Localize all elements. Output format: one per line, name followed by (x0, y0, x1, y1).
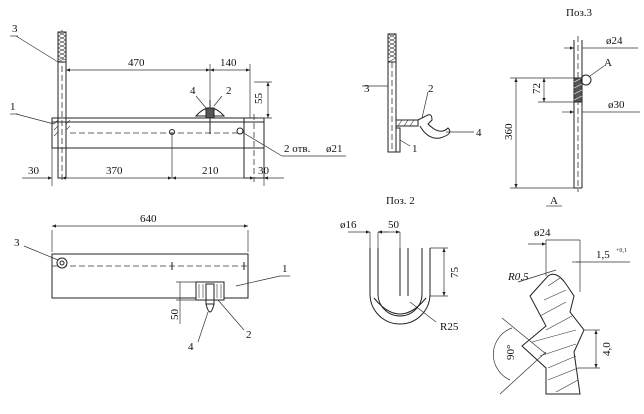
detail-label-3: 3 (364, 83, 370, 95)
detail-label-4: 4 (476, 127, 482, 139)
dim-370: 370 (106, 165, 123, 177)
detail-label-1: 1 (412, 143, 418, 155)
front-label-2: 2 (226, 85, 232, 97)
top-label-2: 2 (246, 329, 252, 341)
pos3-dim-360: 360 (503, 123, 515, 140)
pos2-dim-75: 75 (449, 267, 461, 279)
top-label-3: 3 (14, 237, 20, 249)
pos2-u-bolt (348, 230, 448, 325)
holes-note-count: 2 отв. (284, 143, 311, 155)
dim-55: 55 (253, 93, 265, 105)
pos3-title: Поз.3 (566, 7, 593, 19)
front-label-1: 1 (10, 101, 16, 113)
section-angle-90: 90° (505, 345, 517, 360)
clamp-front (194, 100, 232, 134)
pos2-dim-50: 50 (388, 219, 400, 231)
detail-label-2: 2 (428, 83, 434, 95)
dim-30-left: 30 (28, 165, 40, 177)
pos3-dim-24: ø24 (606, 35, 623, 47)
knurled-grip-front (57, 31, 67, 63)
front-view (51, 30, 265, 182)
front-label-4: 4 (190, 85, 196, 97)
pos3-dim-72: 72 (531, 83, 543, 94)
top-label-4: 4 (188, 341, 194, 353)
section-dim-15: 1,5 (596, 249, 610, 261)
pos3-section-mark-bottom: A (550, 195, 558, 207)
dim-50-top: 50 (169, 309, 181, 321)
front-dims (10, 35, 346, 186)
dim-470: 470 (128, 57, 145, 69)
dim-210: 210 (202, 165, 219, 177)
section-dim-r05: R0,5 (507, 271, 529, 283)
top-label-1: 1 (282, 263, 288, 275)
top-view (23, 224, 290, 343)
pos2-title: Поз. 2 (386, 195, 415, 207)
dim-640: 640 (140, 213, 157, 225)
front-label-3: 3 (12, 23, 18, 35)
pos3-dim-30: ø30 (608, 99, 625, 111)
section-tolerance: +0,1 (616, 248, 627, 254)
pos3-section-mark-top: A (604, 57, 612, 69)
section-dim-40: 4,0 (601, 342, 613, 356)
detail-view (362, 33, 474, 153)
section-a-profile (493, 239, 630, 395)
pos3-rod (510, 36, 640, 207)
pos2-dim-r25: R25 (440, 321, 459, 333)
holes-note-dia: ø21 (326, 143, 343, 155)
dim-30-right: 30 (258, 165, 270, 177)
dim-140: 140 (220, 57, 237, 69)
section-dim-24: ø24 (534, 227, 551, 239)
pos2-dim-16: ø16 (340, 219, 357, 231)
